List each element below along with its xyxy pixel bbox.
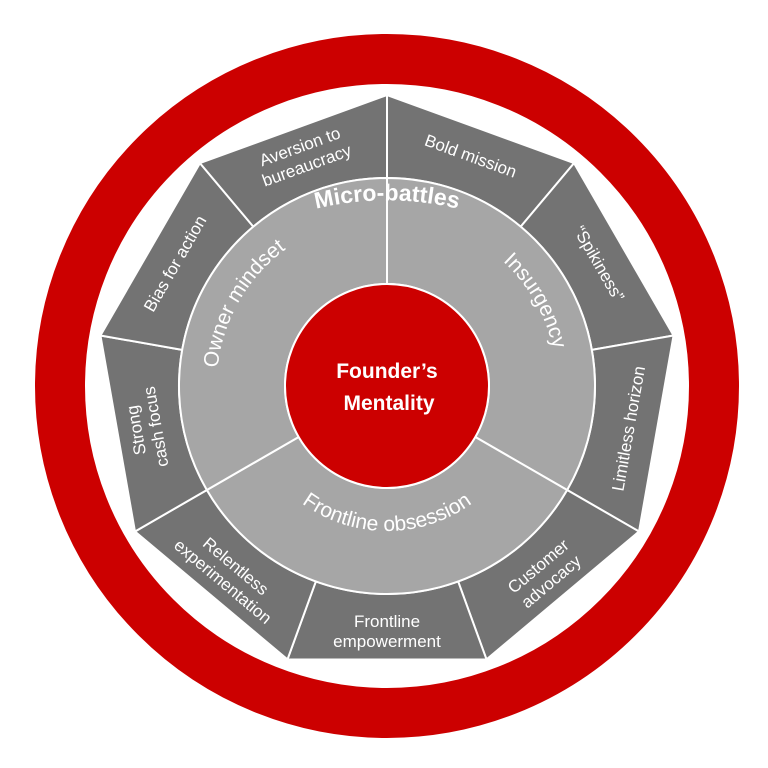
micro-battle-segments <box>98 93 676 662</box>
center-circle <box>284 283 490 489</box>
micro-battle-label-line: empowerment <box>333 632 441 651</box>
center-label-line-1: Founder’s <box>336 360 438 383</box>
outer-red-ring <box>35 34 739 738</box>
center-label-line-2: Mentality <box>343 392 434 415</box>
micro-battle-label-line: Frontline <box>354 612 420 631</box>
